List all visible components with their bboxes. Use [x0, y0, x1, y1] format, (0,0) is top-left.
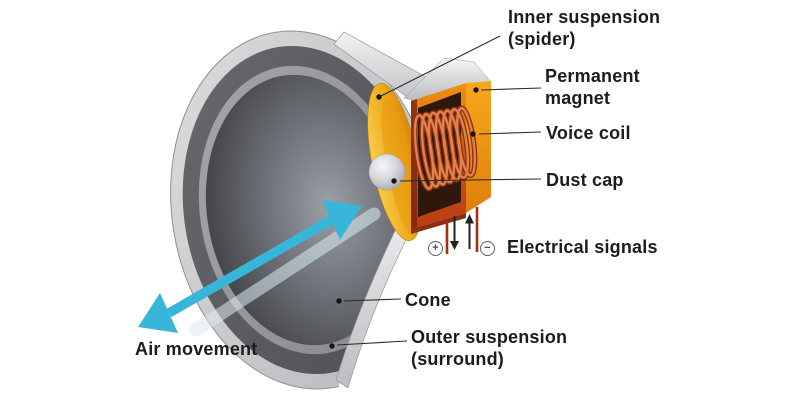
minus-terminal: − [480, 241, 495, 256]
magnet-side-face [466, 81, 491, 213]
label-cone-line1: Cone [405, 290, 451, 310]
plus-symbol: + [432, 242, 439, 254]
air-streak [189, 207, 381, 337]
label-outer-suspension: Outer suspension (surround) [411, 326, 567, 370]
current-down-arrow [450, 216, 459, 250]
label-air-movement-line1: Air movement [135, 339, 258, 359]
label-dust-cap-line1: Dust cap [546, 170, 624, 190]
label-permanent-magnet: Permanent magnet [545, 65, 640, 109]
current-up-arrow [465, 214, 474, 249]
minus-symbol: − [484, 242, 491, 254]
magnet-bottom-edge [411, 213, 466, 234]
label-air-movement: Air movement [135, 338, 257, 360]
label-outer-suspension-line1: Outer suspension [411, 327, 568, 347]
label-inner-suspension: Inner suspension (spider) [508, 6, 660, 50]
leader-lines [336, 35, 542, 346]
label-cone: Cone [405, 289, 451, 311]
leader-dots [329, 87, 479, 349]
cone-interior [205, 74, 403, 346]
label-inner-suspension-line1: Inner suspension [508, 7, 661, 27]
label-outer-suspension-line2: (surround) [411, 349, 504, 369]
label-inner-suspension-line2: (spider) [508, 29, 576, 49]
label-electrical-signals: Electrical signals [507, 236, 658, 258]
voice-coil-shape [412, 105, 478, 192]
cut-band-bottom [335, 195, 426, 389]
signal-wires [445, 207, 479, 254]
label-permanent-magnet-line1: Permanent [545, 66, 640, 86]
dust-cap-shape [368, 153, 406, 191]
plus-terminal: + [428, 241, 443, 256]
label-dust-cap: Dust cap [546, 169, 624, 191]
label-permanent-magnet-line2: magnet [545, 88, 611, 108]
label-voice-coil: Voice coil [546, 122, 631, 144]
air-movement-arrow [138, 200, 362, 333]
label-voice-coil-line1: Voice coil [546, 123, 631, 143]
label-electrical-signals-line1: Electrical signals [507, 237, 658, 257]
